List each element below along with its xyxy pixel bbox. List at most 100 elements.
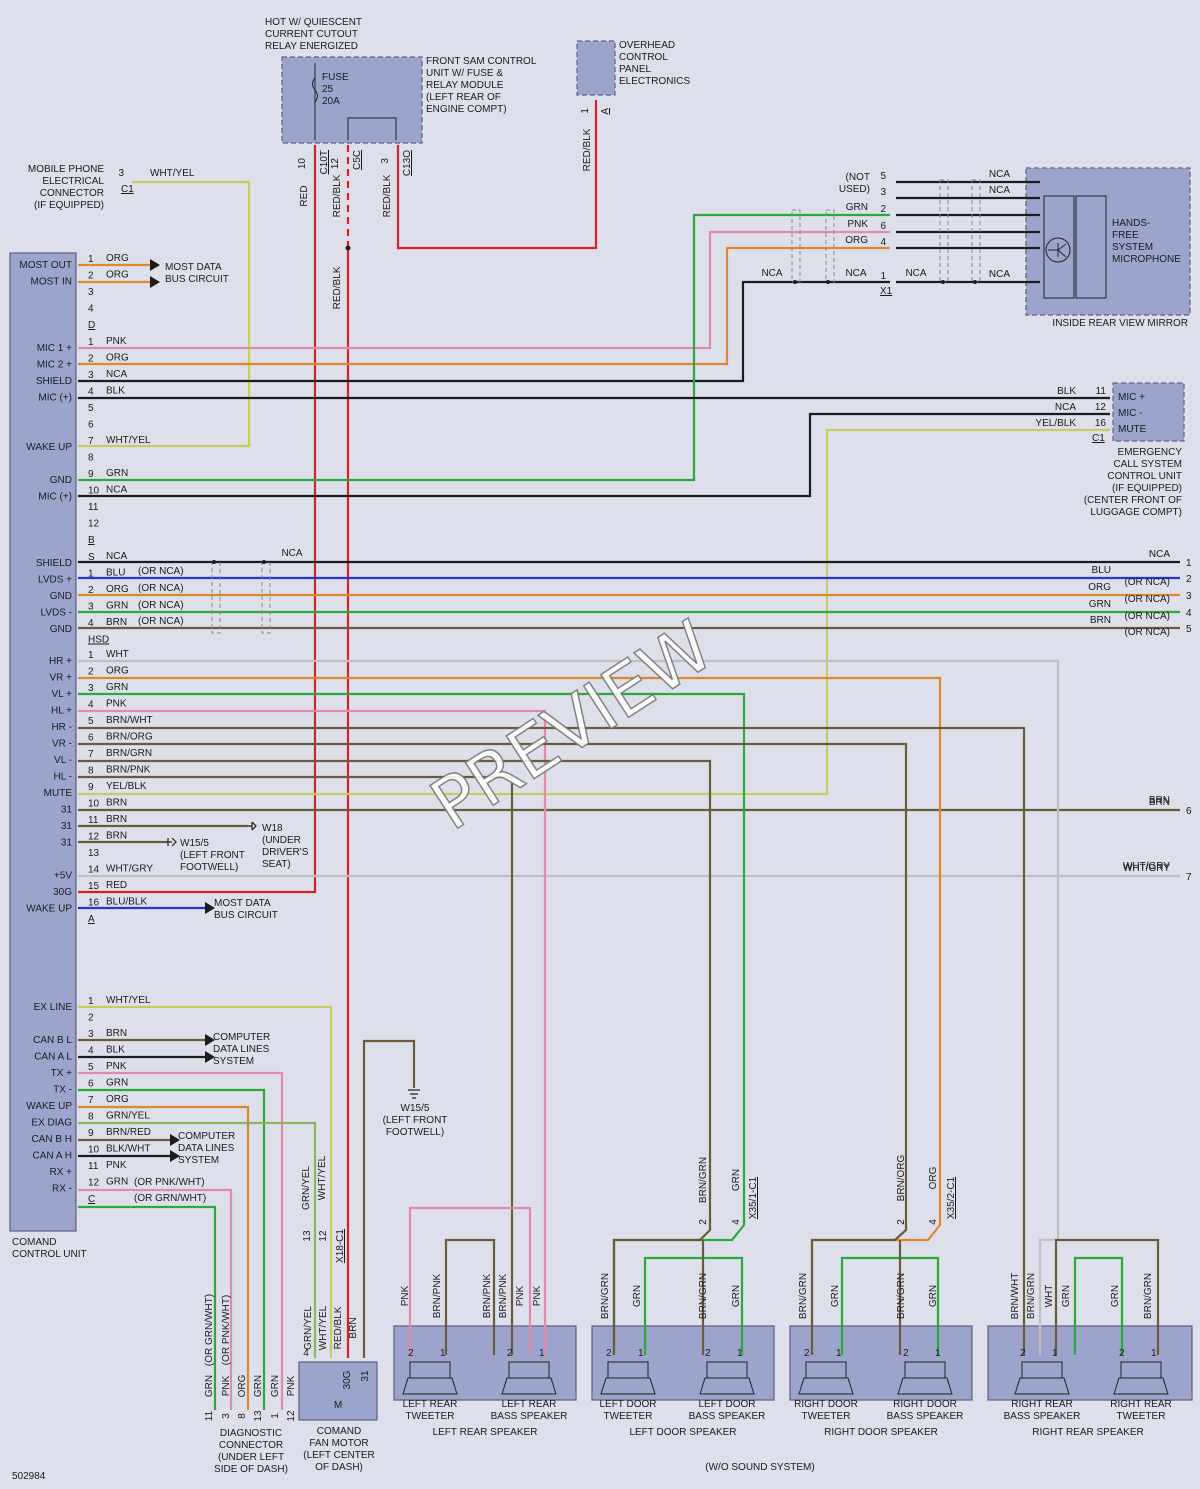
most-data-label-line: BUS CIRCUIT (214, 910, 278, 921)
speaker-label-line: BASS SPEAKER (689, 1411, 766, 1422)
comand-pin-name: MIC (+) (38, 492, 72, 503)
comand-pin-number: C (88, 1194, 95, 1205)
overhead-label-line: OVERHEAD (619, 40, 675, 51)
or-note: (OR NCA) (138, 616, 184, 627)
mirror-wire: GRN (846, 202, 868, 213)
comand-wire-color: ORG (106, 270, 129, 281)
comand-pin-number: 2 (88, 1013, 94, 1024)
not-used-label-line: USED) (839, 184, 870, 195)
emergency-wire: YEL/BLK (1035, 418, 1076, 429)
comand-wire-color: PNK (106, 1160, 127, 1171)
overhead-label-line: ELECTRONICS (619, 76, 690, 87)
speaker-symbol (600, 1361, 656, 1395)
speaker-pin: 1 (539, 1348, 545, 1359)
fan-label-line: COMAND (317, 1426, 361, 1437)
speaker-wire: BRN/GRN (698, 1157, 709, 1203)
comand-title-line: COMAND (12, 1237, 56, 1248)
comand-pin-number: 8 (88, 766, 94, 777)
comand-wire-color: BLK (106, 386, 125, 397)
speaker-pin: 2 (1020, 1348, 1026, 1359)
comand-pin-number: 10 (88, 1145, 100, 1156)
speaker-group-label: LEFT REAR SPEAKER (433, 1427, 538, 1438)
comand-pin-name: 31 (61, 838, 73, 849)
comand-wire-color: WHT/GRY (106, 864, 153, 875)
speaker-pin: 1 (935, 1348, 941, 1359)
speaker-wire: GRN (1110, 1285, 1121, 1307)
comand-wire-color: BRN (106, 798, 127, 809)
speaker-pin: 2 (408, 1348, 414, 1359)
fuse-symbol (312, 63, 397, 140)
speaker-pin: 1 (1052, 1348, 1058, 1359)
sam-pin: 3 (380, 158, 391, 164)
comand-pin-number: 1 (88, 254, 94, 265)
comand-wire-color: ORG (106, 666, 129, 677)
hot-note-line: CURRENT CUTOUT (265, 29, 358, 40)
comand-pin-number: 3 (88, 370, 94, 381)
wo-sound-label: (W/O SOUND SYSTEM) (705, 1462, 814, 1473)
right-terminal-note: (OR NCA) (1124, 611, 1170, 622)
comand-wire-color: GRN (106, 1177, 128, 1188)
fuse-label-line: 20A (322, 96, 340, 107)
speaker-pin: 1 (1151, 1348, 1157, 1359)
comand-pin-number: 2 (88, 585, 94, 596)
comand-pin-number: 4 (88, 618, 94, 629)
comand-pin-number: 4 (88, 387, 94, 398)
mobile-phone-label-line: MOBILE PHONE (28, 164, 104, 175)
speaker-label-line: RIGHT REAR (1011, 1399, 1073, 1410)
rear-mirror-box (1025, 167, 1191, 316)
comand-pin-name: MIC 2 + (37, 360, 72, 371)
w18-label-line: DRIVER'S (262, 847, 309, 858)
fan-wire: BRN (348, 1317, 359, 1338)
comand-wire-color: NCA (106, 551, 127, 562)
w155-label-line: W15/5 (401, 1103, 430, 1114)
speaker-pin: 2 (606, 1348, 612, 1359)
fan-pin: 31 (360, 1370, 371, 1382)
diag-wire: GRN (253, 1375, 264, 1397)
sam-pin: 12 (330, 158, 341, 170)
conn-pin: 4 (928, 1219, 939, 1225)
conn-pin: 2 (896, 1219, 907, 1225)
speaker-pin: 1 (638, 1348, 644, 1359)
comand-wire-color: BRN/GRN (106, 748, 152, 759)
comand-wire-color: BRN (106, 831, 127, 842)
nca-label: NCA (905, 268, 926, 279)
diag-wire: PNK (286, 1375, 297, 1396)
comand-pin-number: 10 (88, 799, 100, 810)
overhead-panel-box (576, 40, 616, 96)
speaker-wire: PNK (532, 1285, 543, 1306)
emergency-pin-name: MIC - (1118, 408, 1142, 419)
comand-wire-color: BRN (106, 814, 127, 825)
sam-wire: RED/BLK (332, 266, 343, 309)
nca-label: NCA (761, 268, 782, 279)
hot-note-line: HOT W/ QUIESCENT (265, 17, 362, 28)
computer-data-label-line: DATA LINES (178, 1143, 235, 1154)
nca-label: NCA (281, 548, 302, 559)
comand-pin-number: 2 (88, 667, 94, 678)
comand-wire-color: BRN/WHT (106, 715, 153, 726)
speaker-wire: BRN/GRN (1143, 1273, 1154, 1319)
comand-pin-name: SHIELD (36, 558, 72, 569)
comand-pin-number: 15 (88, 881, 100, 892)
mirror-wire: ORG (845, 235, 868, 246)
conn-pin: 2 (698, 1219, 709, 1225)
comand-pin-name: CAN B L (33, 1035, 72, 1046)
right-terminal-pin: 2 (1186, 574, 1192, 585)
overhead-label-line: PANEL (619, 64, 651, 75)
comand-pin-number: 3 (88, 287, 94, 298)
right-terminal-pin: 5 (1186, 624, 1192, 635)
sam-wire: RED/BLK (382, 174, 393, 217)
comand-pin-name: 31 (61, 805, 73, 816)
speaker-wire: BRN/WHT (1010, 1273, 1021, 1320)
comand-wire-color: ORG (106, 253, 129, 264)
mirror-wire: NCA (989, 185, 1010, 196)
speaker-wire: GRN (632, 1285, 643, 1307)
fan-label-line: (LEFT CENTER (303, 1450, 375, 1461)
comand-wire-color: BLK/WHT (106, 1144, 150, 1155)
x351-label: X35/1-C1 (748, 1176, 759, 1219)
conn-pin: 4 (731, 1219, 742, 1225)
comand-pin-name: RX + (49, 1167, 72, 1178)
comand-pin-name: VL - (54, 755, 72, 766)
or-note: (OR PNK/WHT) (134, 1177, 205, 1188)
